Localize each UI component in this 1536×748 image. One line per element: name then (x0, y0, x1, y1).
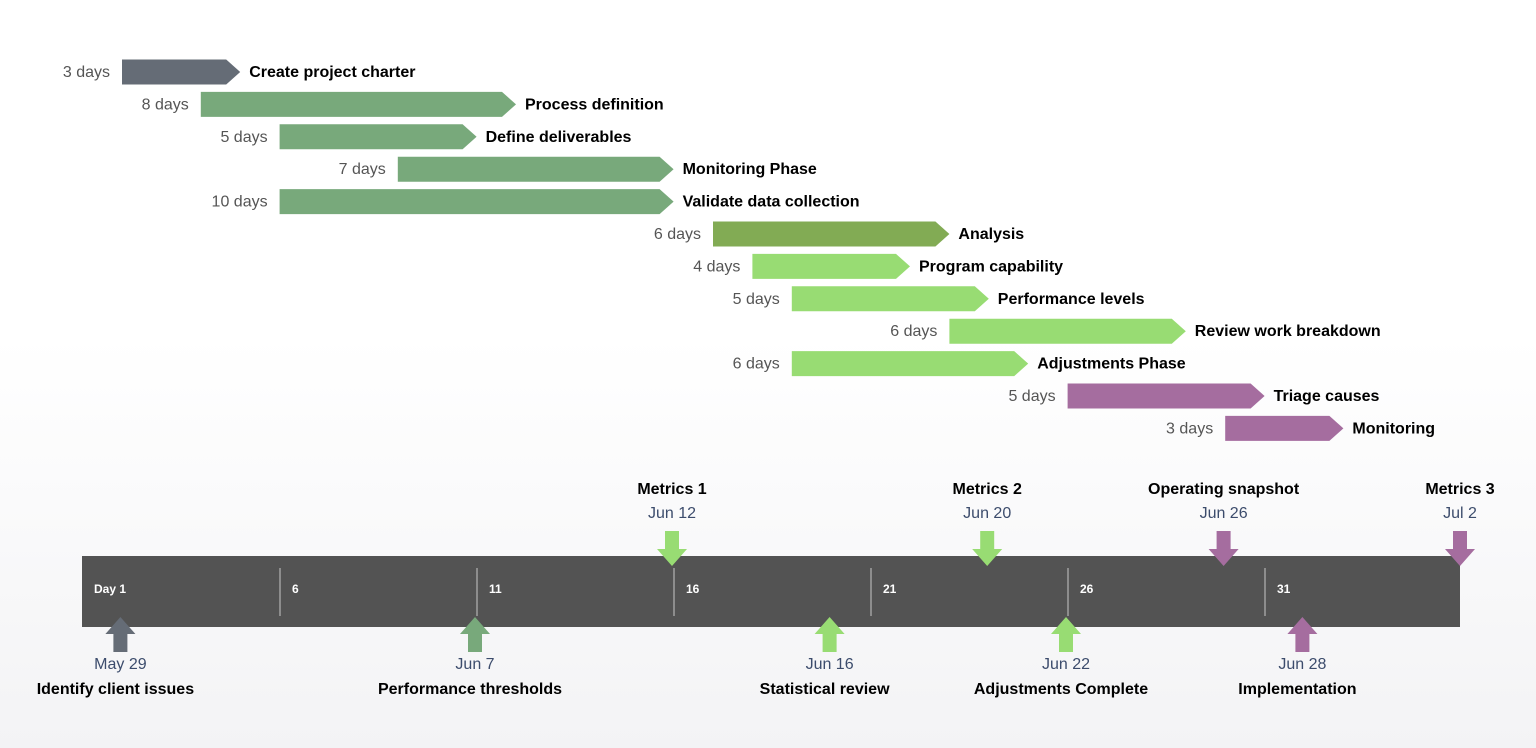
timeline: Day 1 6 11 16 21 26 31 (82, 556, 1460, 627)
timeline-tick-label: 6 (292, 582, 299, 596)
task-name-label: Review work breakdown (1195, 323, 1381, 340)
task-name-label: Performance levels (998, 291, 1145, 308)
milestone-name: Metrics 3 (1425, 481, 1494, 498)
milestone-date: Jun 26 (1200, 505, 1248, 522)
timeline-tick-label: 11 (489, 582, 502, 596)
milestone-name: Implementation (1238, 681, 1356, 698)
task-duration-label: 6 days (890, 323, 937, 340)
milestone-date: Jun 20 (963, 505, 1011, 522)
task-bar (752, 253, 910, 279)
milestone-up-arrow (1287, 617, 1318, 652)
task-duration-label: 5 days (1008, 388, 1055, 405)
task-bar (279, 189, 674, 215)
timeline-tick-label: 16 (686, 582, 700, 596)
task-name-label: Analysis (958, 226, 1024, 243)
task-duration-label: 6 days (654, 226, 701, 243)
task-duration-label: 10 days (212, 194, 268, 211)
milestone-up-arrow (460, 617, 490, 652)
milestone-name: Metrics 1 (637, 481, 706, 498)
task-bar (200, 91, 517, 117)
milestone-down-arrow (1208, 531, 1239, 566)
milestone-date: Jun 16 (806, 656, 854, 673)
milestone-date: Jul 2 (1443, 505, 1477, 522)
milestone-name: Metrics 2 (953, 481, 1022, 498)
milestone-down-arrow (972, 531, 1003, 566)
milestone-up-arrow (105, 617, 136, 652)
milestones-layer: Metrics 1 Jun 12 Metrics 2 Jun 20 Operating … (37, 481, 1495, 698)
task-name-label: Validate data collection (683, 194, 860, 211)
task-name-label: Process definition (525, 96, 664, 113)
task-name-label: Adjustments Phase (1037, 356, 1186, 373)
task-duration-label: 8 days (142, 96, 189, 113)
task-name-label: Monitoring (1352, 420, 1435, 437)
task-name-label: Monitoring Phase (683, 161, 817, 178)
milestone-date: Jun 22 (1042, 656, 1090, 673)
task-bar (1067, 383, 1265, 409)
milestone-name: Identify client issues (37, 681, 194, 698)
task-name-label: Define deliverables (486, 129, 632, 146)
milestone-name: Operating snapshot (1148, 481, 1300, 498)
milestone-name: Performance thresholds (378, 681, 562, 698)
timeline-tick-label: 31 (1277, 582, 1291, 596)
task-bar (1225, 415, 1344, 441)
milestone-up-arrow (1051, 617, 1081, 652)
milestone-date: Jun 28 (1278, 656, 1326, 673)
task-bar (791, 351, 1029, 377)
milestone-date: Jun 7 (455, 656, 494, 673)
milestone-down-arrow (1445, 531, 1475, 566)
task-name-label: Triage causes (1274, 388, 1380, 405)
milestone-name: Adjustments Complete (974, 681, 1148, 698)
task-bar (949, 318, 1186, 344)
milestone-date: Jun 12 (648, 505, 696, 522)
timeline-tick-label: Day 1 (94, 582, 126, 596)
milestone-date: May 29 (94, 656, 147, 673)
milestone-up-arrow (814, 617, 845, 652)
milestone-down-arrow (657, 531, 687, 566)
task-bar (397, 156, 674, 182)
task-duration-label: 4 days (693, 258, 740, 275)
task-name-label: Program capability (919, 258, 1063, 275)
task-duration-label: 3 days (63, 64, 110, 81)
task-name-label: Create project charter (249, 64, 415, 81)
task-bar (791, 286, 989, 312)
task-duration-label: 5 days (733, 291, 780, 308)
timeline-tick-label: 26 (1080, 582, 1094, 596)
task-bar (713, 221, 950, 247)
timeline-tick-label: 21 (883, 582, 897, 596)
task-duration-label: 6 days (733, 356, 780, 373)
timeline-band (82, 556, 1460, 627)
milestone-name: Statistical review (760, 681, 890, 698)
task-duration-label: 3 days (1166, 420, 1213, 437)
task-bar (122, 59, 241, 85)
task-bar (279, 124, 477, 150)
task-duration-label: 5 days (220, 129, 267, 146)
tasks-layer: 3 days Create project charter 8 days Proces… (63, 59, 1435, 441)
task-duration-label: 7 days (339, 161, 386, 178)
